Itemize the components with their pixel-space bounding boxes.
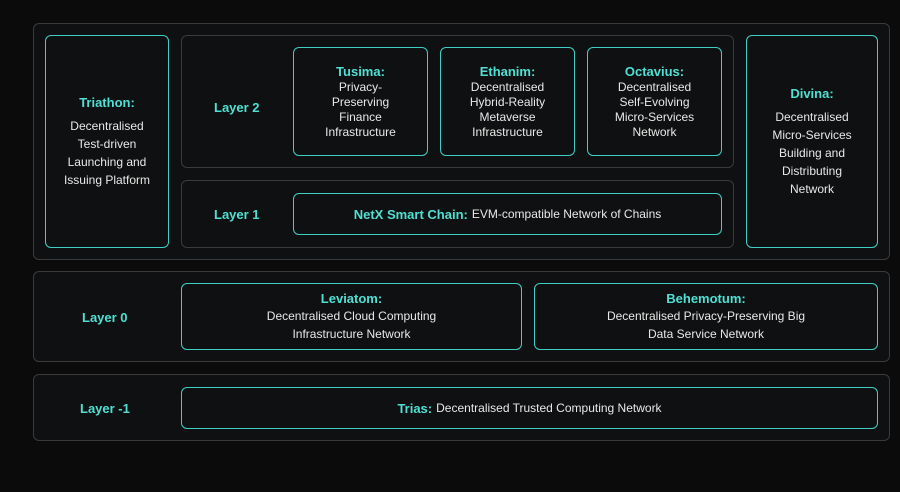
netx-desc: EVM-compatible Network of Chains	[471, 206, 662, 221]
layer-minus-1-panel	[33, 374, 890, 441]
triathon-title: Triathon:	[79, 95, 135, 110]
ethanim-title: Ethanim:	[479, 64, 536, 79]
trias-desc: Decentralised Trusted Computing Network	[436, 400, 662, 415]
behemotum-box: Behemotum: Decentralised Privacy-Preserv…	[534, 283, 878, 350]
trias-box: Trias: Decentralised Trusted Computing N…	[181, 387, 878, 429]
divina-box: Divina: Decentralised Micro-Services Bui…	[746, 35, 878, 248]
netx-box: NetX Smart Chain: EVM-compatible Network…	[293, 193, 722, 235]
tusima-desc: Privacy- Preserving Finance Infrastructu…	[325, 80, 396, 139]
layer-minus-1-label: Layer -1	[80, 401, 130, 416]
ethanim-desc: Decentralised Hybrid-Reality Metaverse I…	[469, 80, 546, 139]
triathon-box: Triathon: Decentralised Test-driven Laun…	[45, 35, 169, 248]
divina-desc: Decentralised Micro-Services Building an…	[772, 110, 852, 196]
leviatom-title: Leviatom:	[320, 291, 383, 306]
tusima-title: Tusima:	[336, 64, 385, 79]
layer-1-panel	[181, 180, 734, 248]
octavius-desc: Decentralised Self-Evolving Micro-Servic…	[614, 80, 695, 139]
layer-0-panel	[33, 271, 890, 362]
tusima-box: Tusima: Privacy- Preserving Finance Infr…	[293, 47, 428, 156]
leviatom-box: Leviatom: Decentralised Cloud Computing …	[181, 283, 522, 350]
ethanim-box: Ethanim: Decentralised Hybrid-Reality Me…	[440, 47, 575, 156]
triathon-desc: Decentralised Test-driven Launching and …	[63, 119, 151, 187]
behemotum-desc: Decentralised Privacy-Preserving Big Dat…	[606, 309, 806, 341]
leviatom-desc: Decentralised Cloud Computing Infrastruc…	[266, 309, 437, 341]
octavius-box: Octavius: Decentralised Self-Evolving Mi…	[587, 47, 722, 156]
divina-title: Divina:	[790, 86, 834, 101]
layer-2-panel	[181, 35, 734, 168]
layer-2-label: Layer 2	[214, 100, 260, 115]
layer-0-label: Layer 0	[82, 310, 128, 325]
behemotum-title: Behemotum:	[666, 291, 746, 306]
layer-1-label: Layer 1	[214, 207, 260, 222]
octavius-title: Octavius:	[624, 64, 685, 79]
trias-title: Trias:	[397, 400, 433, 416]
netx-title: NetX Smart Chain:	[353, 206, 468, 222]
